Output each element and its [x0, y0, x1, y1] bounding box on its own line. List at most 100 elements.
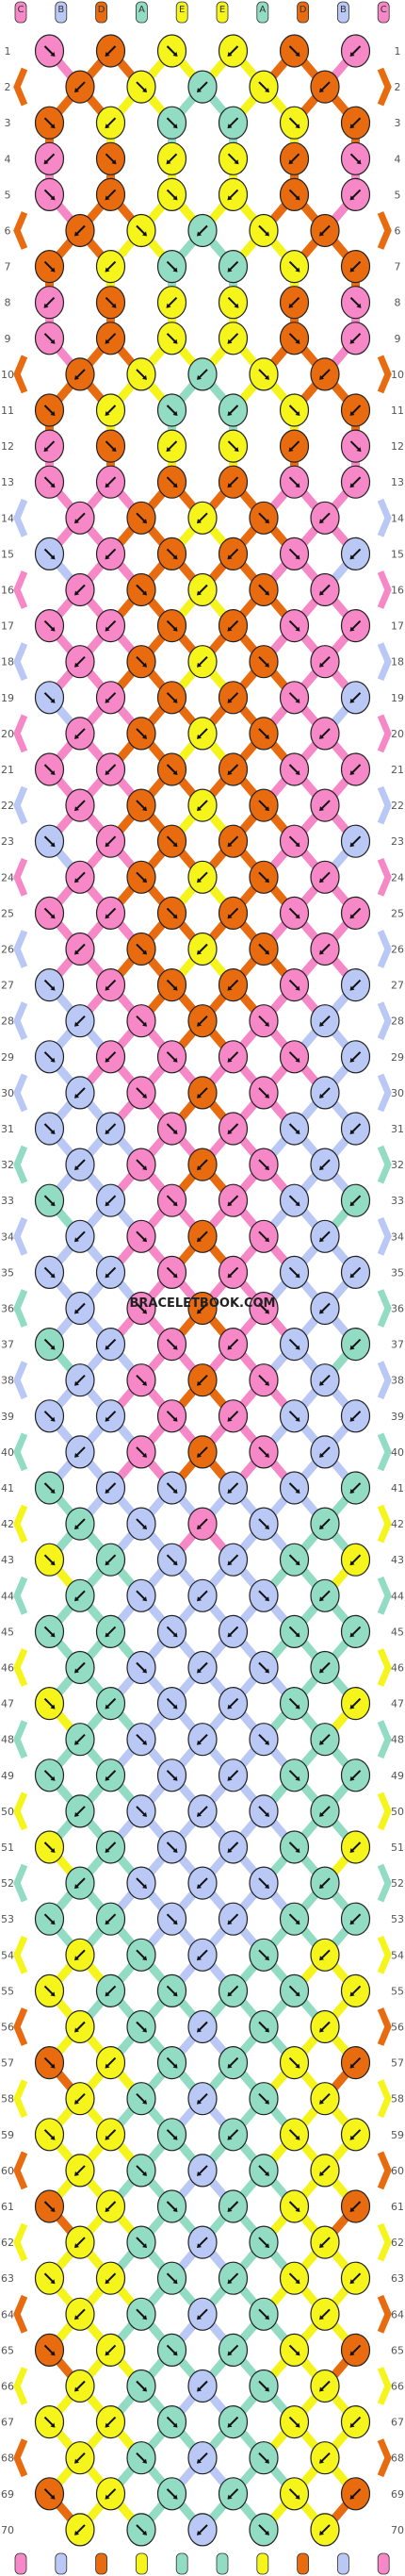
- arrow-icon: [227, 1632, 233, 1638]
- knot: [310, 70, 340, 104]
- edge-strand: [13, 857, 28, 897]
- arrow-icon: [295, 698, 300, 703]
- knot: [249, 2297, 279, 2331]
- knot: [34, 1112, 65, 1146]
- arrow-icon: [349, 1416, 355, 1422]
- knot: [95, 34, 126, 68]
- arrow-icon: [295, 1130, 300, 1134]
- knot: [156, 1327, 187, 1362]
- arrow-icon: [265, 878, 269, 883]
- arrow-icon: [197, 1309, 202, 1314]
- arrow-icon: [227, 2422, 233, 2428]
- knot: [65, 70, 95, 104]
- arrow-icon: [227, 1704, 233, 1709]
- arrow-icon: [142, 2315, 147, 2320]
- arrow-icon: [74, 519, 79, 524]
- knot: [218, 2333, 249, 2367]
- knot: [95, 681, 126, 715]
- row-number-right: 57: [391, 2057, 404, 2070]
- edge-strand: [377, 642, 392, 682]
- knot: [279, 1040, 310, 1074]
- knots: [34, 34, 371, 2547]
- knot: [218, 2261, 249, 2295]
- knot: [249, 2441, 279, 2475]
- arrow-icon: [105, 842, 110, 848]
- knot: [34, 1614, 65, 1649]
- row-number-right: 23: [391, 835, 404, 848]
- knot: [65, 2513, 95, 2547]
- row-number-left: 37: [1, 1339, 14, 1351]
- arrow-icon: [105, 2351, 110, 2356]
- knot: [34, 967, 65, 1002]
- arrow-icon: [74, 1596, 79, 1602]
- arrow-icon: [172, 770, 178, 775]
- arrow-icon: [295, 914, 300, 919]
- arrow-icon: [105, 195, 110, 201]
- knot: [310, 1650, 340, 1685]
- arrow-icon: [166, 159, 171, 165]
- arrow-icon: [197, 2386, 202, 2392]
- arrow-icon: [50, 1775, 56, 1781]
- arrow-icon: [172, 1848, 178, 1853]
- arrow-icon: [74, 2386, 79, 2392]
- edge-strand: [13, 714, 28, 753]
- knot: [95, 1902, 126, 1936]
- edge-strand: [377, 1648, 392, 1687]
- arrow-icon: [197, 1021, 202, 1027]
- row-number-right: 7: [395, 261, 401, 273]
- row-number-left: 36: [1, 1303, 14, 1315]
- arrow-icon: [74, 2315, 79, 2320]
- knot: [126, 717, 156, 751]
- knot: [95, 1973, 126, 2007]
- knot: [34, 106, 65, 140]
- arrow-icon: [349, 483, 355, 488]
- row-number-right: 22: [391, 800, 404, 812]
- arrow-icon: [197, 1596, 202, 1602]
- arrow-icon: [349, 1130, 355, 1134]
- edge-strand: [377, 1504, 392, 1544]
- arrow-icon: [295, 52, 300, 57]
- knot: [65, 1866, 95, 1900]
- arrow-icon: [265, 2315, 269, 2320]
- arrow-icon: [74, 1093, 79, 1098]
- edge-strand: [377, 1792, 392, 1831]
- row-number-right: 32: [391, 1159, 404, 1171]
- knot: [156, 2046, 187, 2080]
- arrow-icon: [349, 1991, 355, 1997]
- knot: [279, 1543, 310, 1577]
- knot: [156, 1973, 187, 2007]
- arrow-icon: [105, 554, 110, 560]
- arrow-icon: [295, 985, 300, 991]
- knot: [249, 1363, 279, 1397]
- knot: [310, 2009, 340, 2044]
- arrow-icon: [105, 2135, 110, 2140]
- knot: [34, 429, 65, 463]
- knot: [249, 1794, 279, 1828]
- arrow-icon: [227, 1489, 233, 1494]
- arrow-icon: [349, 770, 355, 775]
- knot: [310, 357, 340, 391]
- bottom-string-1: [14, 2552, 27, 2575]
- knot: [95, 393, 126, 427]
- knot: [310, 1363, 340, 1397]
- arrow-icon: [197, 88, 202, 93]
- knot: [340, 896, 371, 931]
- knot: [95, 537, 126, 571]
- row-number-left: 49: [1, 1770, 14, 1782]
- knot: [95, 2405, 126, 2439]
- row-number-left: 31: [1, 1123, 14, 1135]
- arrow-icon: [142, 2099, 147, 2105]
- edge-strand: [377, 1216, 392, 1256]
- row-number-left: 44: [1, 1590, 14, 1602]
- arrow-icon: [197, 1237, 202, 1243]
- row-number-right: 13: [391, 476, 404, 488]
- row-number-left: 45: [1, 1626, 14, 1638]
- knot: [187, 501, 218, 535]
- row-number-left: 12: [1, 440, 14, 453]
- arrow-icon: [227, 914, 233, 919]
- knot: [187, 788, 218, 822]
- edge-strand: [377, 930, 392, 968]
- arrow-icon: [105, 1489, 110, 1494]
- knot: [340, 465, 371, 499]
- knot: [310, 1507, 340, 1541]
